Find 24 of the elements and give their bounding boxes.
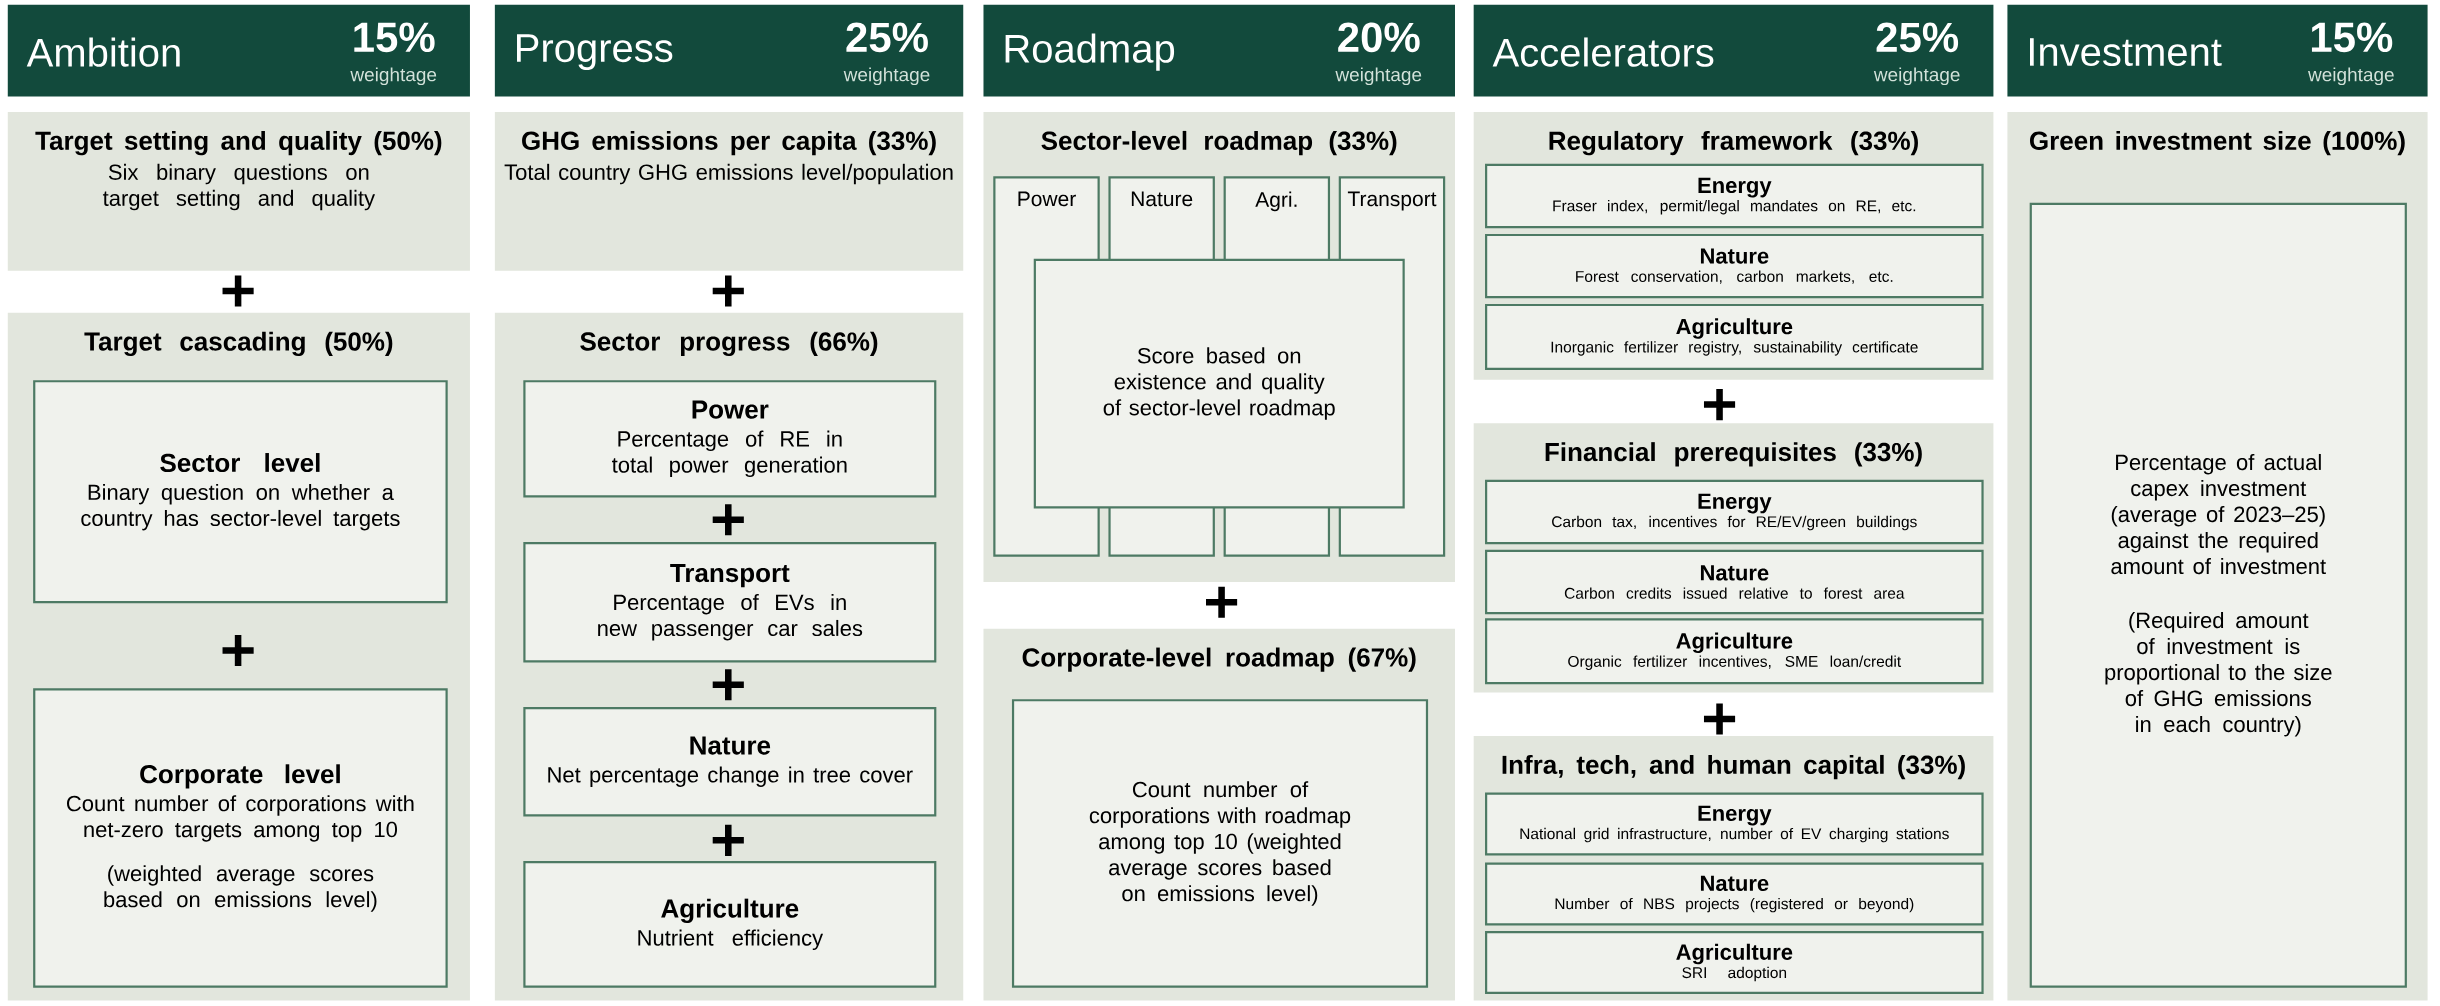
indicator-box: Nature Forest conservation, carbon markets, etc. <box>1485 233 1984 299</box>
criterion-panel: GHG emissions per capita (33%) Total country GHG emissions level/population <box>494 112 964 271</box>
indicator-box: Agriculture Nutrient efficiency <box>523 861 937 988</box>
category-header: Ambition 15% weightage <box>7 4 470 97</box>
category-header: Progress 25% weightage <box>494 4 964 97</box>
indicator-box: Agriculture Inorganic fertilizer registry, sustainability certificate <box>1485 303 1984 370</box>
category-header: Investment 15% weightage <box>2007 4 2428 97</box>
indicator-box: Transport Percentage of EVs in new passenger car sales <box>523 542 937 663</box>
indicator-box: Sector level Binary question on whether a country has sector-level targets <box>33 380 448 604</box>
indicator-box: Energy National grid infrastructure, number of EV charging stations <box>1485 792 1984 856</box>
indicator-box: Energy Fraser index, permit/legal mandates on RE, etc. <box>1485 163 1984 229</box>
indicator-box: Nature Carbon credits issued relative to forest area <box>1485 549 1984 615</box>
indicator-box: Nature Net percentage change in tree cover <box>523 706 937 817</box>
indicator-box: Energy Carbon tax, incentives for RE/EV/green buildings <box>1485 479 1984 545</box>
description-box: Count number of corporations with roadmap among top 10 (weighted average scores based on emissions level) <box>1011 699 1429 988</box>
criterion-panel: Target setting and quality (50%) Six binary questions on target setting and quality <box>7 112 470 271</box>
indicator-box: Corporate level Count number of corporations with net-zero targets among top 10 (weighted average scores based on emissions level) <box>33 688 448 988</box>
indicator-box: Agriculture SRI adoption <box>1485 931 1984 994</box>
description-box: Percentage of actual capex investment (average of 2023–25) against the required amount of investment (Required amount of investment is proportional to the size of GHG emissions in each country) <box>2029 202 2407 988</box>
indicator-box: Nature Number of NBS projects (registered or beyond) <box>1485 862 1984 926</box>
indicator-box: Power Percentage of RE in total power generation <box>523 380 937 498</box>
indicator-box: Agriculture Organic fertilizer incentives, SME loan/credit <box>1485 618 1984 685</box>
category-header: Accelerators 25% weightage <box>1473 4 1994 97</box>
category-header: Roadmap 20% weightage <box>983 4 1455 97</box>
